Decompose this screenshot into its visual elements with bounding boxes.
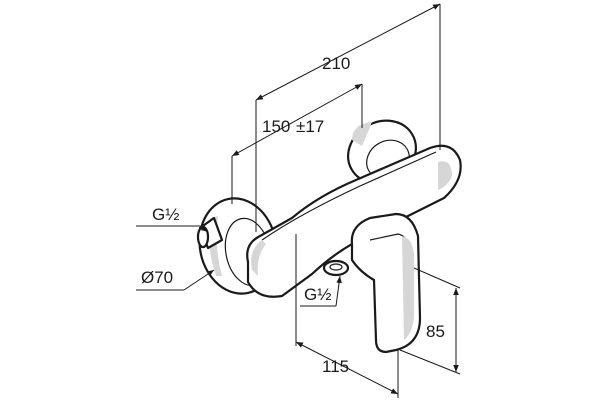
leader-rosette-diameter: Ø70 — [136, 268, 215, 291]
dimension-115: 115 — [295, 234, 399, 398]
dimension-150-label: 150 — [262, 117, 290, 136]
mixer-body — [246, 144, 462, 298]
leader-inlet-thread: G½ — [136, 205, 209, 233]
dimension-150-tolerance: ±17 — [296, 117, 324, 136]
lever-handle — [350, 212, 422, 354]
rosette-diameter-label: Ø70 — [141, 268, 173, 287]
outlet-connection — [322, 259, 350, 277]
dimension-115-label: 115 — [322, 357, 349, 376]
outlet-thread-label: G½ — [304, 285, 331, 304]
dimension-85: 85 — [399, 267, 461, 375]
leader-outlet-thread: G½ — [300, 275, 342, 307]
inlet-thread-label: G½ — [152, 205, 179, 224]
dimension-210-label: 210 — [322, 54, 350, 73]
dimension-85-label: 85 — [426, 322, 445, 341]
dimension-150: 150 ±17 — [231, 83, 363, 204]
